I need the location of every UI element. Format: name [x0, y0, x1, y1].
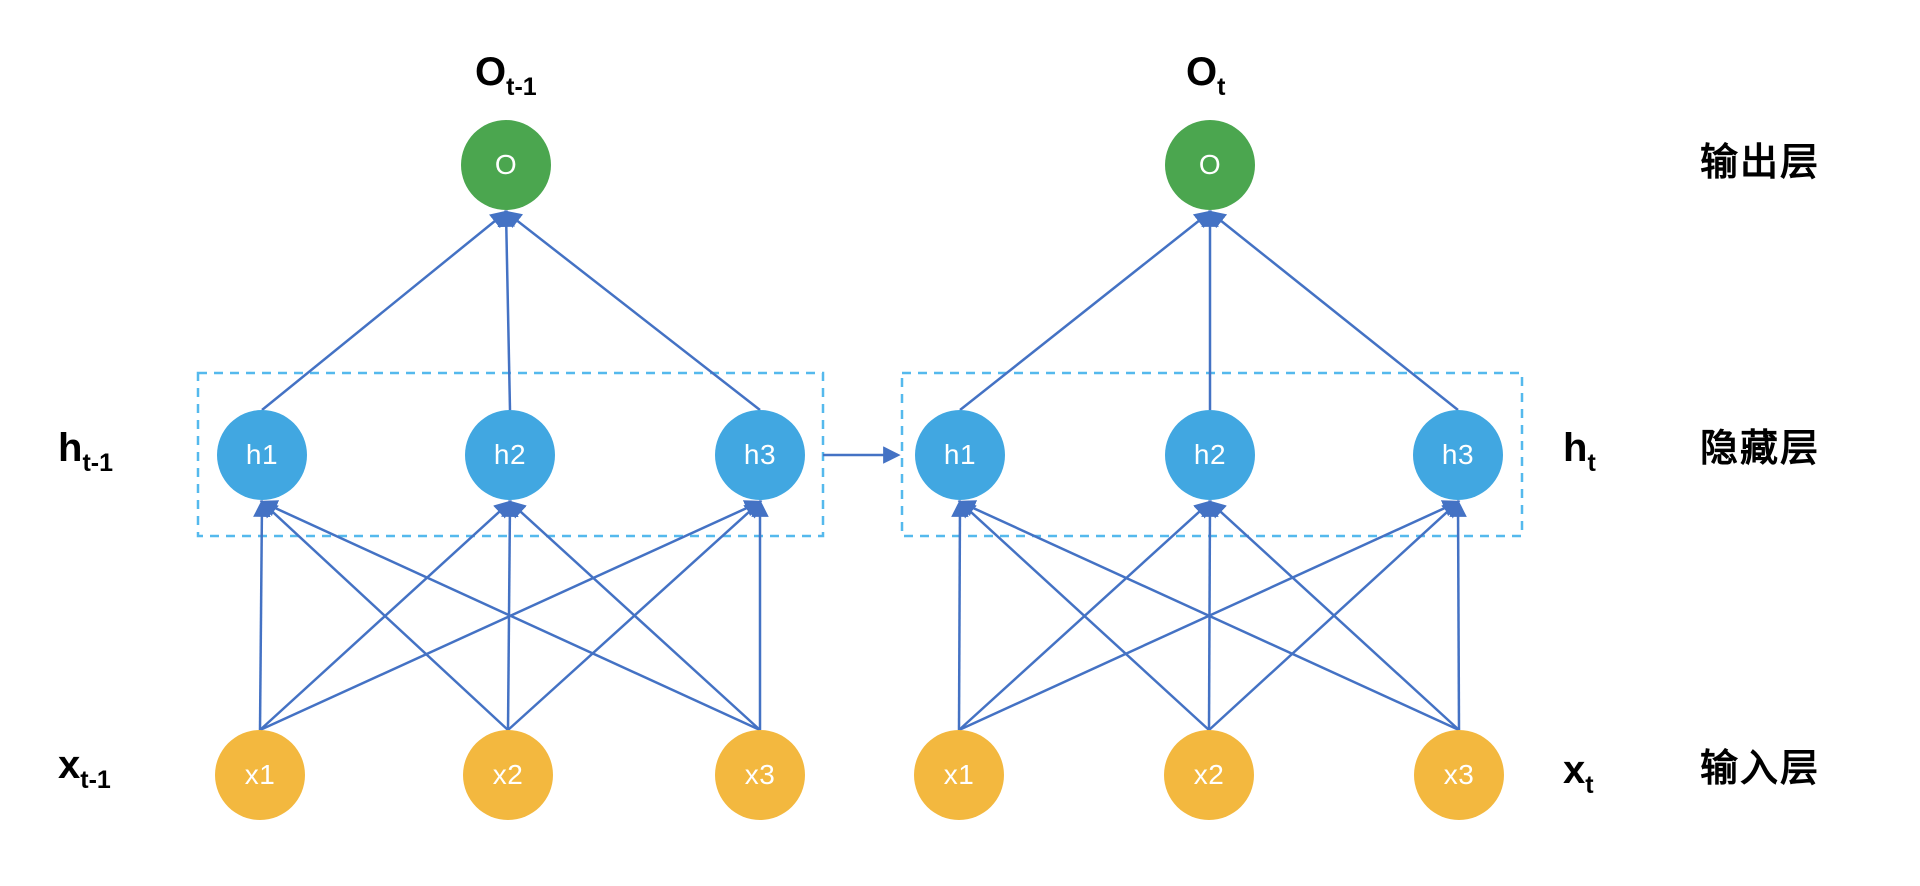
label-h-t-minus-1-base: h: [58, 426, 83, 470]
label-x-t-minus-1: xt-1: [58, 745, 111, 793]
output-node-t-minus-1: O: [461, 120, 551, 210]
input-node-x3-t-label: x3: [1443, 759, 1475, 790]
label-o-t-minus-1: Ot-1: [475, 52, 537, 100]
label-h-t: ht: [1563, 428, 1596, 476]
hidden-node-h2-t-label: h2: [1193, 439, 1227, 470]
edge-t-minus-1-x1-to-h1: [253, 499, 271, 731]
hidden-node-h3-t-minus-1: h3: [715, 410, 805, 500]
output-node-t: O: [1165, 120, 1255, 210]
input-node-x1-t-minus-1-label: x1: [244, 759, 276, 790]
input-node-x1-t: x1: [914, 730, 1004, 820]
label-h-t-base: h: [1563, 426, 1588, 470]
label-o-t-subscript: t: [1217, 73, 1226, 101]
edge-t-minus-1-x3-to-h2: [508, 500, 761, 731]
edge-t-minus-1-h2-to-o: [497, 209, 516, 411]
output-node-t-label: O: [1198, 149, 1222, 180]
edge-t-x2-to-h1: [958, 500, 1210, 731]
edge-t-minus-1-x2-to-h1: [260, 500, 509, 731]
edge-t-x3-to-h2: [1208, 500, 1460, 731]
hidden-node-h2-t: h2: [1165, 410, 1255, 500]
edge-t-minus-1-h3-to-o: [503, 210, 761, 411]
label-h-t-minus-1: ht-1: [58, 428, 113, 476]
hidden-node-h1-t-minus-1: h1: [217, 410, 307, 500]
output-layer-label: 输出层: [1700, 142, 1821, 184]
edge-t-minus-1-x3-to-h1: [259, 500, 761, 732]
input-node-x2-t-minus-1: x2: [463, 730, 553, 820]
label-x-t-base: x: [1563, 748, 1586, 792]
hidden-layer-box-t: [900, 371, 1524, 538]
hidden-layer-label: 隐藏层: [1700, 428, 1821, 470]
input-node-x2-t: x2: [1164, 730, 1254, 820]
label-x-t-minus-1-subscript: t-1: [80, 766, 111, 794]
label-o-t-minus-1-base: O: [475, 50, 507, 94]
hidden-node-h1-t: h1: [915, 410, 1005, 500]
label-x-t-minus-1-base: x: [58, 743, 81, 787]
input-node-x2-t-minus-1-label: x2: [492, 759, 524, 790]
input-node-x3-t: x3: [1414, 730, 1504, 820]
hidden-node-h3-t: h3: [1413, 410, 1503, 500]
hidden-node-h3-t-minus-1-label: h3: [743, 439, 777, 470]
input-node-x3-t-minus-1: x3: [715, 730, 805, 820]
label-x-t: xt: [1563, 750, 1594, 798]
hidden-node-h1-t-label: h1: [943, 439, 977, 470]
label-o-t: Ot: [1186, 52, 1225, 100]
output-node-t-minus-1-label: O: [494, 149, 518, 180]
edge-t-x3-to-h3: [1449, 499, 1467, 731]
hidden-node-h2-t-minus-1: h2: [465, 410, 555, 500]
edge-t-h3-to-o: [1207, 210, 1459, 411]
input-node-x1-t-label: x1: [943, 759, 975, 790]
hidden-node-h2-t-minus-1-label: h2: [493, 439, 527, 470]
label-h-t-subscript: t: [1587, 449, 1596, 477]
input-node-x1-t-minus-1: x1: [215, 730, 305, 820]
edge-t-x1-to-h1: [951, 499, 969, 731]
label-h-t-minus-1-subscript: t-1: [82, 449, 113, 477]
edge-t-h1-to-o: [959, 210, 1213, 411]
label-o-t-base: O: [1186, 50, 1218, 94]
label-x-t-subscript: t: [1585, 771, 1594, 799]
edge-t-x3-to-h1: [957, 500, 1460, 732]
input-layer-label: 输入层: [1700, 748, 1821, 790]
hidden-node-h3-t-label: h3: [1441, 439, 1475, 470]
hidden-node-h1-t-minus-1-label: h1: [245, 439, 279, 470]
input-node-x3-t-minus-1-label: x3: [744, 759, 776, 790]
label-o-t-minus-1-subscript: t-1: [506, 73, 537, 101]
edge-t-minus-1-h1-to-o: [261, 210, 509, 411]
input-node-x2-t-label: x2: [1193, 759, 1225, 790]
